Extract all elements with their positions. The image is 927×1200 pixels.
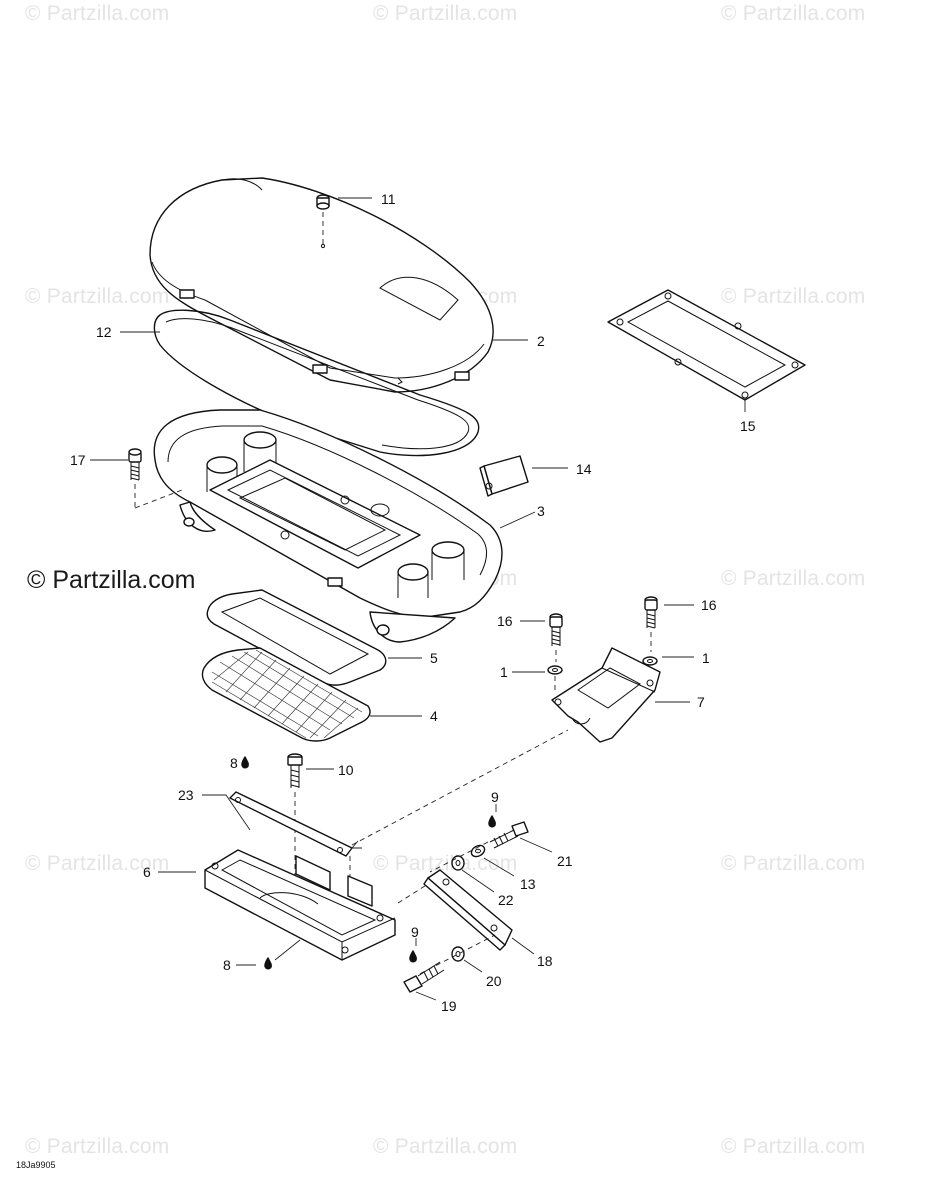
watermark: © Partzilla.com bbox=[721, 2, 866, 25]
part-11-grommet bbox=[316, 194, 330, 249]
watermark: © Partzilla.com bbox=[373, 2, 518, 25]
part-2-cover bbox=[149, 177, 494, 393]
callout-23: 23 bbox=[178, 787, 194, 803]
watermark-main: © Partzilla.com bbox=[27, 566, 196, 594]
callout-2: 2 bbox=[537, 333, 545, 349]
part-7-bracket bbox=[551, 647, 661, 743]
watermark: © Partzilla.com bbox=[373, 1135, 518, 1158]
callout-16-right: 16 bbox=[701, 597, 717, 613]
callout-3: 3 bbox=[537, 503, 545, 519]
callout-21: 21 bbox=[557, 853, 573, 869]
assembly-line bbox=[351, 729, 569, 846]
callout-9-top: 9 bbox=[491, 789, 499, 805]
callout-6: 6 bbox=[143, 864, 151, 880]
watermark: © Partzilla.com bbox=[373, 852, 518, 875]
callout-10: 10 bbox=[338, 762, 354, 778]
part-14-clip bbox=[479, 455, 529, 497]
watermark: © Partzilla.com bbox=[721, 1135, 866, 1158]
callout-4: 4 bbox=[430, 708, 438, 724]
callout-20: 20 bbox=[486, 973, 502, 989]
callout-13: 13 bbox=[520, 876, 536, 892]
part-18-plate bbox=[423, 869, 513, 951]
part-6-housing bbox=[204, 849, 396, 961]
part-13-washer bbox=[470, 844, 486, 858]
part-15-gasket-plate bbox=[607, 289, 806, 401]
part-8-sealant-top bbox=[241, 756, 249, 769]
callout-1-left: 1 bbox=[500, 664, 508, 680]
part-21-bolt bbox=[489, 821, 529, 849]
watermark: © Partzilla.com bbox=[721, 285, 866, 308]
callout-1-right: 1 bbox=[702, 650, 710, 666]
callout-16-left: 16 bbox=[497, 613, 513, 629]
watermark: © Partzilla.com bbox=[721, 852, 866, 875]
callout-22: 22 bbox=[498, 892, 514, 908]
part-9-sealant-bottom bbox=[409, 950, 417, 963]
leader-lines bbox=[90, 197, 746, 1001]
part-10-screw bbox=[287, 753, 303, 896]
callout-9-bottom: 9 bbox=[411, 924, 419, 940]
callout-5: 5 bbox=[430, 650, 438, 666]
callout-12: 12 bbox=[96, 324, 112, 340]
part-4-filter-mesh bbox=[201, 647, 371, 742]
part-1-washer-left bbox=[547, 665, 563, 690]
part-9-sealant-top bbox=[488, 815, 496, 828]
callout-15: 15 bbox=[740, 418, 756, 434]
part-8-sealant-bottom bbox=[264, 957, 272, 970]
watermark: © Partzilla.com bbox=[25, 1135, 170, 1158]
part-17-screw bbox=[128, 448, 183, 509]
callout-7: 7 bbox=[697, 694, 705, 710]
callout-11: 11 bbox=[381, 191, 396, 207]
part-5-filter-frame bbox=[206, 589, 387, 686]
watermark: © Partzilla.com bbox=[25, 285, 170, 308]
part-20-washer bbox=[451, 946, 465, 962]
part-3-base bbox=[153, 409, 503, 643]
watermark: © Partzilla.com bbox=[721, 567, 866, 590]
part-19-bolt bbox=[403, 961, 445, 993]
part-16-screw-right bbox=[644, 596, 658, 652]
callout-18: 18 bbox=[537, 953, 553, 969]
watermark: © Partzilla.com bbox=[25, 852, 170, 875]
callout-8-top: 8 bbox=[230, 755, 238, 771]
callout-17: 17 bbox=[70, 452, 86, 468]
callout-19: 19 bbox=[441, 998, 457, 1014]
callout-14: 14 bbox=[576, 461, 592, 477]
part-1-washer-right bbox=[642, 656, 658, 666]
part-16-screw-left bbox=[549, 613, 563, 662]
part-22-washer bbox=[451, 855, 465, 871]
callout-8-bottom: 8 bbox=[223, 957, 231, 973]
watermark: © Partzilla.com bbox=[25, 2, 170, 25]
drawing-code: 18Ja9905 bbox=[16, 1160, 56, 1170]
part-12-gasket bbox=[153, 309, 480, 457]
